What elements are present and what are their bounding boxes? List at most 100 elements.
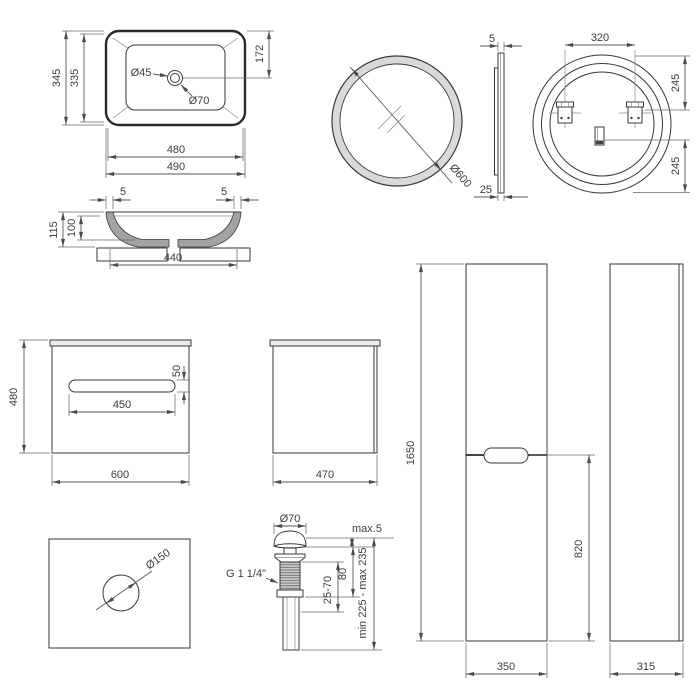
drain-view: Ø70 max.5 G 1 1/4" 80 25-70 min 225 - ma… — [226, 513, 394, 651]
dim-basin-inner-height: 335 — [69, 33, 104, 123]
dim-label-70-drain: Ø70 — [280, 513, 301, 525]
countertop-section-right — [179, 247, 251, 262]
dim-drain-total-height: min 225 - max 235 — [301, 538, 382, 651]
dim-label-820: 820 — [573, 540, 585, 558]
vanity-side-view: 470 — [269, 339, 381, 486]
mirror-back-panel — [494, 67, 499, 176]
dim-basin-outer-width: 490 — [105, 128, 246, 178]
dim-drain-thread-size: G 1 1/4" — [226, 568, 279, 584]
tall-cabinet-body-side — [609, 263, 684, 642]
drain-threaded-body — [279, 561, 301, 591]
drain-lock-nut — [276, 589, 304, 598]
dim-label-480-vanity: 480 — [8, 388, 20, 406]
drain-hole-outer — [167, 70, 183, 86]
dim-label-245-bottom: 245 — [670, 157, 682, 175]
dim-label-max5: max.5 — [352, 523, 382, 535]
dim-label-115: 115 — [48, 221, 60, 239]
basin-inner-rim — [125, 44, 226, 111]
dim-label-335: 335 — [69, 69, 81, 87]
basin-wall-left-section — [105, 211, 170, 248]
dim-rim-right: 5 — [216, 186, 259, 209]
dim-drain-body-height: 80 — [305, 547, 360, 598]
countertop-section-left — [96, 247, 168, 262]
dim-mirror-depth: 25 — [474, 184, 528, 201]
dim-label-thread: G 1 1/4" — [226, 568, 266, 580]
mounting-bracket-left — [556, 101, 574, 124]
drain-flange — [274, 553, 306, 563]
dim-label-5-left: 5 — [120, 186, 126, 198]
drain-cap-stem — [283, 547, 297, 555]
mirror-front-view: Ø600 — [331, 55, 474, 190]
dim-label-245-top: 245 — [670, 74, 682, 92]
dim-bracket-top-offset: 245 — [635, 55, 690, 111]
dim-tall-height: 1650 — [405, 263, 464, 642]
dim-mirror-thickness: 5 — [480, 33, 522, 51]
dim-label-350: 350 — [497, 661, 515, 673]
dim-label-80: 80 — [337, 568, 349, 580]
dim-label-25: 25 — [480, 184, 492, 196]
dim-vanity-width: 600 — [51, 455, 190, 486]
dim-vanity-depth: 470 — [272, 455, 378, 486]
dim-label-315: 315 — [637, 661, 655, 673]
mirror-back-outer — [532, 54, 672, 194]
tall-cabinet-handle-recess — [483, 447, 529, 464]
dim-basin-inner-width: 480 — [107, 128, 244, 161]
countertop-cutout-view: Ø150 — [48, 538, 191, 649]
vanity-body-front — [51, 345, 190, 454]
basin-side-view: 5 5 115 100 440 — [48, 186, 259, 269]
dim-label-50: 50 — [171, 365, 183, 377]
junction-box — [594, 126, 605, 146]
dim-label-1650: 1650 — [405, 441, 417, 465]
dim-label-450: 450 — [113, 399, 131, 411]
vanity-countertop-edge — [49, 339, 192, 347]
dim-box-bottom-offset: 245 — [604, 139, 690, 193]
cutout-hole — [102, 574, 140, 612]
dim-label-25-70: 25-70 — [322, 576, 334, 604]
dim-vanity-height: 480 — [8, 339, 50, 454]
dim-label-drain-hole: Ø45 — [131, 67, 152, 79]
dim-label-440: 440 — [164, 252, 182, 264]
dim-handle-height: 50 — [171, 365, 190, 404]
mirror-side-view: 5 25 — [474, 33, 528, 201]
dim-label-490: 490 — [167, 161, 185, 173]
dim-label-600: 600 — [111, 469, 129, 481]
dim-basin-outer-height: 345 — [51, 30, 104, 126]
dim-rim-left: 5 — [90, 186, 131, 209]
dim-label-600: Ø600 — [447, 162, 474, 190]
dim-tall-depth: 315 — [609, 643, 684, 678]
basin-top-view: Ø45 Ø70 345 335 172 480 — [51, 29, 274, 178]
dim-drain-cap-diameter: Ø70 — [273, 513, 307, 534]
dim-drain-cap-gap: max.5 — [303, 523, 394, 548]
dim-label-5-right: 5 — [221, 186, 227, 198]
dim-label-min-max: min 225 - max 235 — [357, 547, 369, 638]
dim-basin-inner-depth: 100 — [66, 215, 135, 241]
mirror-side-profile — [497, 52, 505, 194]
vanity-body-side — [272, 345, 378, 454]
drain-tailpipe — [282, 596, 300, 651]
dim-drain-clamp-range: 25-70 — [301, 561, 344, 613]
dim-label-100: 100 — [66, 219, 78, 237]
dim-label-172: 172 — [254, 45, 266, 63]
mounting-bracket-right — [626, 101, 644, 124]
dim-basin-base-width: 440 — [109, 249, 238, 269]
dim-label-320: 320 — [591, 32, 609, 44]
vanity-countertop-edge-side — [269, 339, 381, 347]
drain-hole-inner — [170, 73, 180, 83]
dim-drain-offset: 172 — [247, 30, 274, 78]
dim-drain-outer: Ø70 — [180, 84, 209, 107]
dim-label-480-basin: 480 — [167, 144, 185, 156]
dim-label-470: 470 — [316, 469, 334, 481]
dim-label-5-mirror: 5 — [489, 33, 495, 45]
drain-cap — [273, 530, 307, 549]
vanity-front-view: 450 50 480 600 — [8, 339, 192, 486]
basin-wall-right-section — [177, 211, 242, 248]
tall-cabinet-front-view: 1650 820 350 — [405, 263, 595, 678]
dim-basin-total-height: 115 — [48, 211, 104, 248]
vanity-handle-recess — [68, 379, 176, 393]
dim-drain-hole: Ø45 — [131, 67, 169, 79]
dim-bracket-spacing: 320 — [565, 32, 635, 47]
dim-tall-lower-section: 820 — [530, 454, 595, 642]
dim-handle-width: 450 — [68, 394, 176, 416]
